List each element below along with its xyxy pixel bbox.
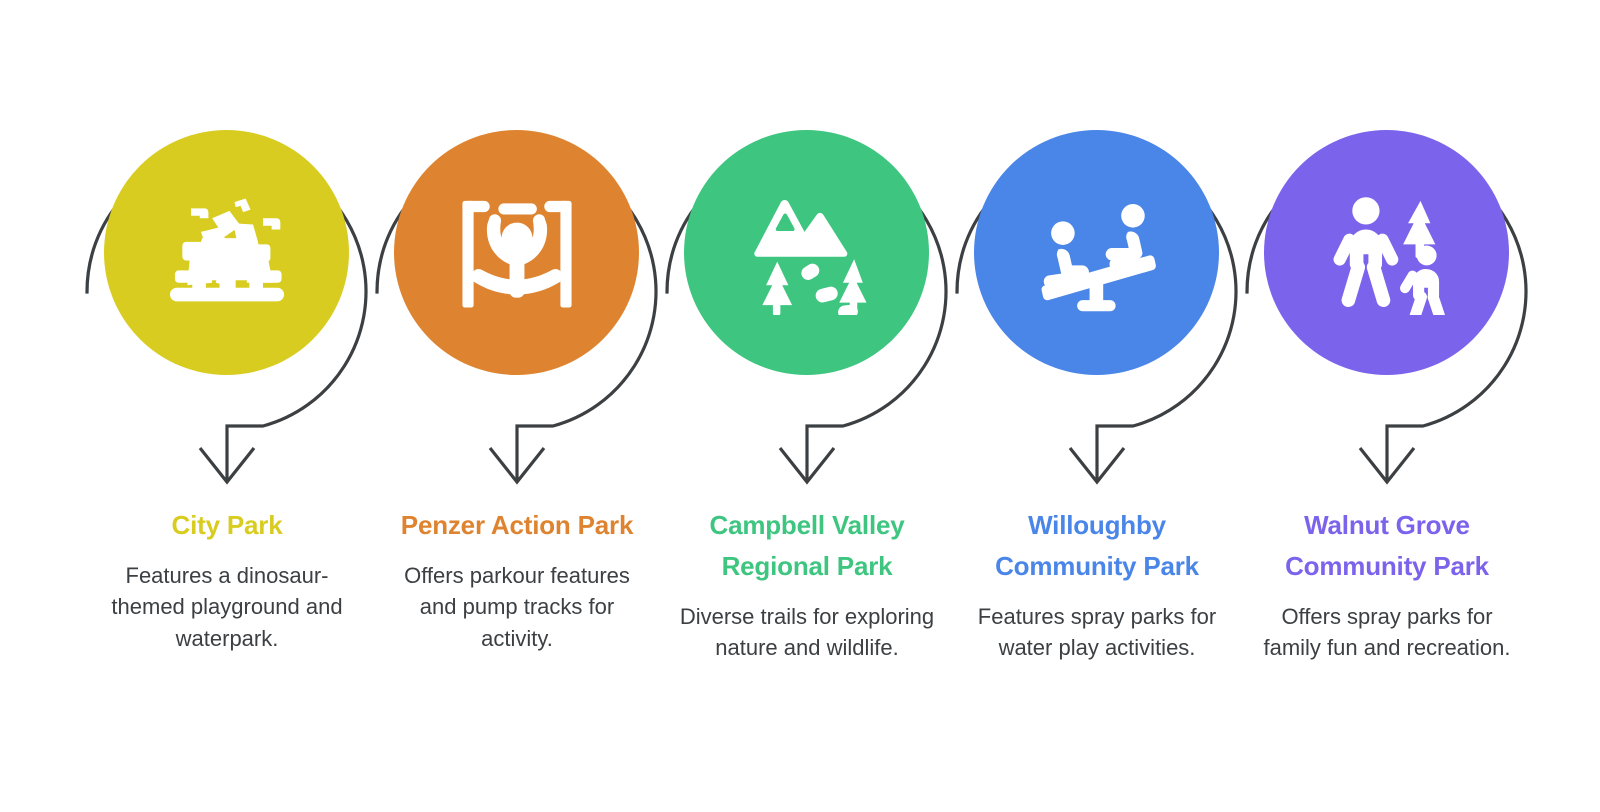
park-title: Walnut Grove Community Park — [1285, 510, 1489, 582]
playground-structure-icon — [104, 130, 349, 375]
park-text-block: Willoughby Community Park Features spray… — [964, 505, 1230, 664]
mountain-trail-icon — [684, 130, 929, 375]
park-text-block: Penzer Action Park Offers parkour featur… — [384, 505, 650, 654]
park-title: Willoughby Community Park — [995, 510, 1199, 582]
park-title: Campbell Valley Regional Park — [709, 510, 905, 582]
park-text-block: Walnut Grove Community Park Offers spray… — [1254, 505, 1520, 664]
family-walking-icon — [1264, 130, 1509, 375]
park-badge — [372, 92, 662, 485]
park-title: Penzer Action Park — [400, 510, 634, 540]
park-card[interactable]: Penzer Action Park Offers parkour featur… — [372, 0, 662, 812]
park-description: Features a dinosaur-themed playground an… — [111, 563, 343, 651]
park-card[interactable]: City Park Features a dinosaur-themed pla… — [82, 0, 372, 812]
park-description: Offers spray parks for family fun and re… — [1263, 604, 1511, 661]
park-card[interactable]: Campbell Valley Regional Park Diverse tr… — [662, 0, 952, 812]
park-card[interactable]: Willoughby Community Park Features spray… — [952, 0, 1242, 812]
park-description: Features spray parks for water play acti… — [977, 604, 1217, 661]
park-badge — [82, 92, 372, 485]
park-title: City Park — [171, 510, 283, 540]
park-card[interactable]: Walnut Grove Community Park Offers spray… — [1242, 0, 1532, 812]
park-text-block: Campbell Valley Regional Park Diverse tr… — [674, 505, 940, 664]
park-text-block: City Park Features a dinosaur-themed pla… — [94, 505, 360, 654]
park-color-disc — [974, 130, 1219, 375]
park-badge — [662, 92, 952, 485]
park-badge — [1242, 92, 1532, 485]
park-badge — [952, 92, 1242, 485]
park-description: Offers parkour features and pump tracks … — [404, 563, 630, 651]
seesaw-icon — [974, 130, 1219, 375]
park-description: Diverse trails for exploring nature and … — [679, 604, 935, 661]
parkour-bars-icon — [394, 130, 639, 375]
